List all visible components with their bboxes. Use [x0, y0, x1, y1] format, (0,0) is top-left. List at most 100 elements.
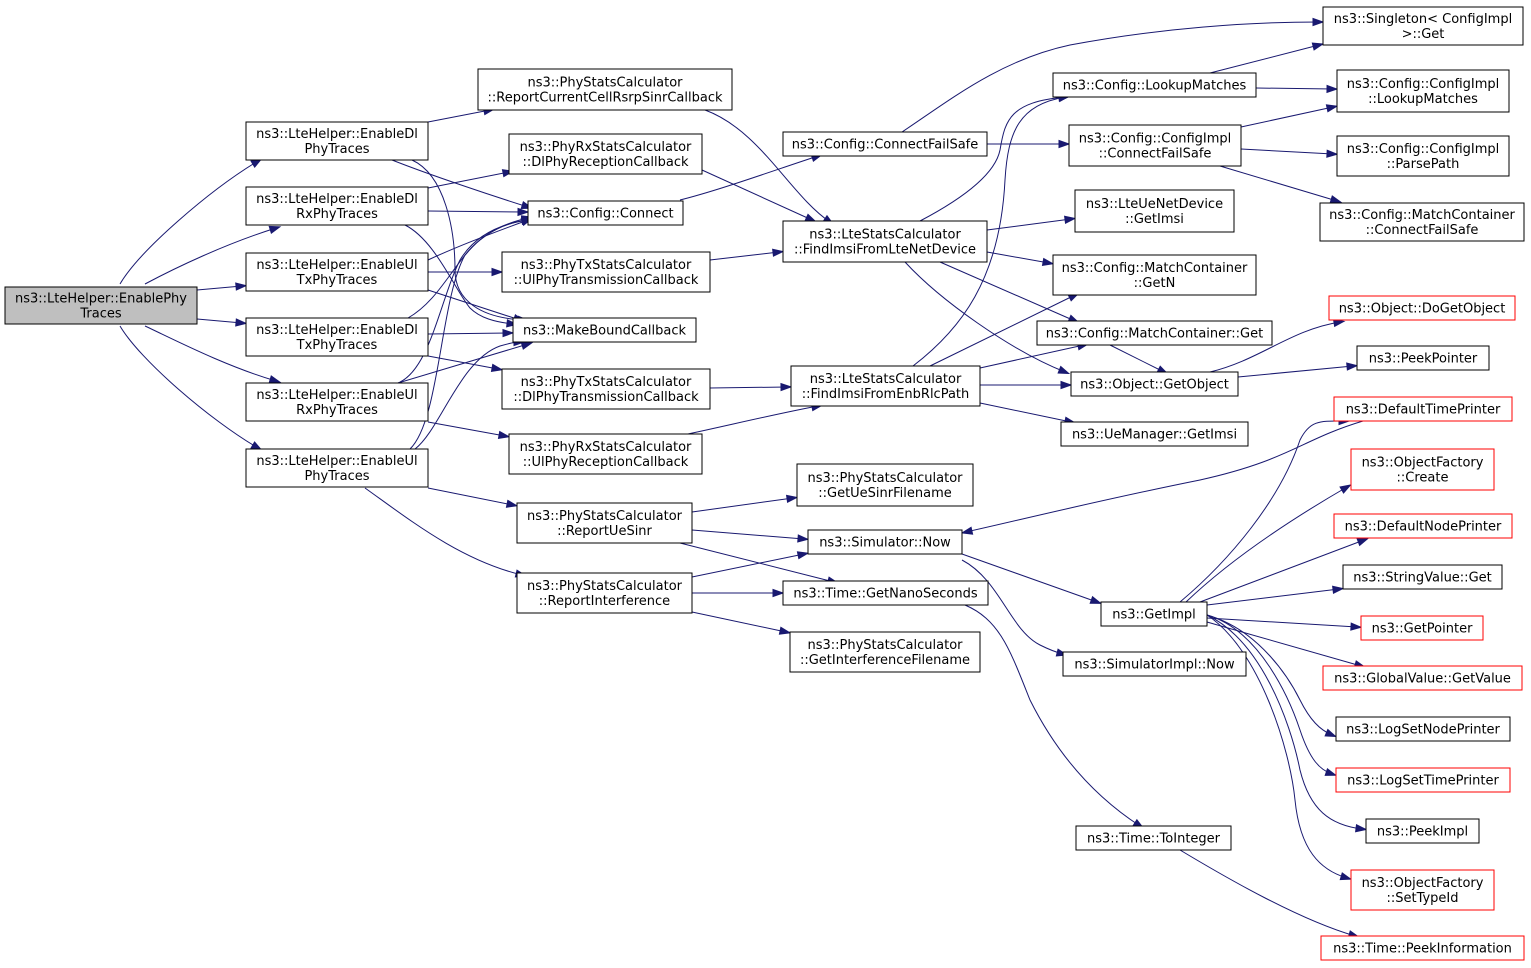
node-label: ns3::PhyTxStatsCalculator: [521, 375, 692, 390]
node-lteUeNetDeviceGetImsi[interactable]: ns3::LteUeNetDevice::GetImsi: [1074, 189, 1235, 233]
node-box: [516, 502, 693, 544]
node-objectGetObject[interactable]: ns3::Object::GetObject: [1070, 371, 1239, 397]
node-timeToInteger[interactable]: ns3::Time::ToInteger: [1075, 825, 1232, 851]
node-getPointer[interactable]: ns3::GetPointer: [1360, 615, 1484, 641]
arrowhead: [785, 494, 799, 504]
node-matchContainerGetN[interactable]: ns3::Config::MatchContainer::GetN: [1052, 254, 1257, 296]
node-box: [477, 68, 733, 111]
node-configImplParsePath[interactable]: ns3::Config::ConfigImpl::ParsePath: [1336, 135, 1510, 177]
node-matchContainerGet[interactable]: ns3::Config::MatchContainer::Get: [1036, 320, 1273, 346]
node-matchContainerConnectFailSafe[interactable]: ns3::Config::MatchContainer::ConnectFail…: [1319, 202, 1525, 242]
node-label: ::DlPhyTransmissionCallback: [513, 390, 699, 405]
edge-dlPhyReception-to-findImsiFromLteNetDevice: [701, 169, 818, 223]
edge-line: [679, 542, 835, 583]
edge-line: [1199, 539, 1365, 603]
edge-root-to-enableUlTxPhy: [196, 282, 248, 291]
node-lookupMatches[interactable]: ns3::Config::LookupMatches: [1052, 72, 1257, 98]
edge-line: [901, 21, 1320, 133]
node-ulPhyReception[interactable]: ns3::PhyRxStatsCalculator::UlPhyReceptio…: [508, 433, 703, 475]
node-label: ns3::Config::ConfigImpl: [1347, 142, 1500, 157]
arrowhead: [235, 282, 248, 291]
edge-line: [404, 224, 514, 325]
node-label: ns3::PhyRxStatsCalculator: [520, 440, 692, 455]
node-label: ::LookupMatches: [1368, 92, 1478, 107]
node-findImsiFromEnbRlcPath[interactable]: ns3::LteStatsCalculator::FindImsiFromEnb…: [790, 365, 981, 407]
node-label: ns3::Config::MatchContainer: [1329, 208, 1515, 223]
node-box: [508, 133, 703, 175]
edge-enableDlRxPhy-to-makeBoundCallback: [404, 224, 519, 328]
node-label: ns3::SimulatorImpl::Now: [1074, 658, 1235, 673]
arrowhead: [1356, 538, 1370, 547]
arrowhead: [268, 375, 282, 384]
node-stringValueGet[interactable]: ns3::StringValue::Get: [1342, 564, 1503, 590]
edge-line: [1206, 614, 1363, 830]
edge-line: [1240, 148, 1334, 155]
node-defaultNodePrinter[interactable]: ns3::DefaultNodePrinter: [1333, 513, 1513, 539]
node-defaultTimePrinter[interactable]: ns3::DefaultTimePrinter: [1333, 396, 1513, 422]
arrowhead: [1312, 17, 1325, 27]
node-box: [1075, 825, 1232, 851]
edge-getImpl-to-stringValueGet: [1206, 585, 1345, 606]
node-peekPointer[interactable]: ns3::PeekPointer: [1356, 345, 1490, 371]
arrowhead: [1326, 84, 1339, 94]
node-label: ns3::Config::LookupMatches: [1063, 79, 1247, 94]
node-globalValueGetValue[interactable]: ns3::GlobalValue::GetValue: [1322, 665, 1523, 691]
node-objectFactorySetTypeId[interactable]: ns3::ObjectFactory::SetTypeId: [1350, 869, 1495, 911]
node-box: [508, 433, 703, 475]
arrowhead: [1324, 767, 1338, 776]
node-box: [1320, 935, 1525, 961]
node-label: ns3::LteStatsCalculator: [810, 372, 962, 387]
node-configImplLookupMatches[interactable]: ns3::Config::ConfigImpl::LookupMatches: [1336, 69, 1510, 113]
node-reportInterference[interactable]: ns3::PhyStatsCalculator::ReportInterfere…: [516, 572, 693, 614]
node-peekImpl[interactable]: ns3::PeekImpl: [1365, 818, 1480, 844]
node-label: ns3::LteHelper::EnableUl: [256, 258, 417, 273]
node-simulatorImplNow[interactable]: ns3::SimulatorImpl::Now: [1062, 651, 1247, 677]
node-connectFailSafe[interactable]: ns3::Config::ConnectFailSafe: [782, 131, 988, 157]
node-configConnect[interactable]: ns3::Config::Connect: [527, 200, 684, 226]
node-label: ns3::Simulator::Now: [819, 536, 951, 551]
node-reportCurrentCell[interactable]: ns3::PhyStatsCalculator::ReportCurrentCe…: [477, 68, 733, 111]
node-ueManagerGetImsi[interactable]: ns3::UeManager::GetImsi: [1060, 421, 1249, 447]
edge-objectGetObject-to-peekPointer: [1237, 362, 1359, 378]
node-makeBoundCallback[interactable]: ns3::MakeBoundCallback: [512, 317, 697, 343]
arrowhead: [1355, 824, 1368, 833]
node-timePeekInformation[interactable]: ns3::Time::PeekInformation: [1320, 935, 1525, 961]
node-box: [1335, 767, 1511, 793]
node-getNanoSeconds[interactable]: ns3::Time::GetNanoSeconds: [782, 580, 989, 606]
node-reportUeSinr[interactable]: ns3::PhyStatsCalculator::ReportUeSinr: [516, 502, 693, 544]
node-logSetTimePrinter[interactable]: ns3::LogSetTimePrinter: [1335, 767, 1511, 793]
node-dlPhyTransmission[interactable]: ns3::PhyTxStatsCalculator::DlPhyTransmis…: [501, 368, 711, 410]
edge-line: [912, 96, 1066, 367]
node-getImpl[interactable]: ns3::GetImpl: [1100, 601, 1208, 627]
edge-line: [709, 386, 788, 389]
node-objectFactoryCreate[interactable]: ns3::ObjectFactory::Create: [1350, 448, 1495, 491]
edge-line: [679, 155, 819, 201]
node-label: ns3::LogSetNodePrinter: [1346, 723, 1500, 738]
node-configImplConnectFailSafe[interactable]: ns3::Config::ConfigImpl::ConnectFailSafe: [1068, 124, 1242, 167]
node-singletonGet[interactable]: ns3::Singleton< ConfigImpl >::Get: [1322, 6, 1524, 46]
edge-line: [1206, 621, 1362, 667]
node-findImsiFromLteNetDevice[interactable]: ns3::LteStatsCalculator::FindImsiFromLte…: [782, 220, 988, 263]
node-box: [782, 580, 989, 606]
node-getInterferenceFilename[interactable]: ns3::PhyStatsCalculator::GetInterference…: [789, 631, 981, 673]
node-box: [1100, 601, 1208, 627]
node-label: ns3::GlobalValue::GetValue: [1334, 672, 1511, 687]
node-dlPhyReception[interactable]: ns3::PhyRxStatsCalculator::DlPhyReceptio…: [508, 133, 703, 175]
edge-line: [691, 553, 805, 578]
node-getUeSinrFilename[interactable]: ns3::PhyStatsCalculator::GetUeSinrFilena…: [796, 463, 974, 507]
node-objectDoGetObject[interactable]: ns3::Object::DoGetObject: [1328, 295, 1516, 321]
node-ulPhyTransmission[interactable]: ns3::PhyTxStatsCalculator::UlPhyTransmis…: [501, 251, 711, 293]
edge-line: [961, 553, 1098, 603]
edge-line: [961, 559, 1064, 655]
node-logSetNodePrinter[interactable]: ns3::LogSetNodePrinter: [1335, 716, 1511, 742]
edge-line: [391, 159, 529, 208]
node-box: [1356, 345, 1490, 371]
node-simulatorNow[interactable]: ns3::Simulator::Now: [807, 529, 963, 555]
